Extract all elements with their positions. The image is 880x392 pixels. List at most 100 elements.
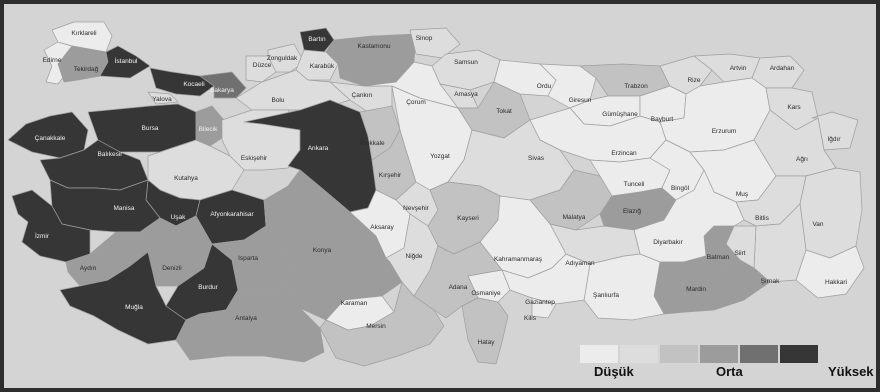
legend-swatch-1 [580, 345, 618, 363]
label-adiyaman: Adıyaman [565, 260, 595, 267]
label-gumushane: Gümüşhane [602, 111, 638, 118]
label-bartin: Bartın [308, 36, 326, 43]
label-diyarbakir: Diyarbakır [653, 239, 683, 246]
label-bayburt: Bayburt [651, 116, 674, 123]
label-cankiri: Çankırı [352, 92, 373, 99]
label-ardahan: Ardahan [770, 65, 795, 72]
province-hakkari [795, 245, 865, 299]
province-canakkale [7, 111, 89, 159]
label-karaman: Karaman [341, 300, 368, 307]
province-van [799, 167, 863, 259]
label-ordu: Ordu [537, 83, 552, 90]
label-bingol: Bingöl [671, 185, 690, 192]
label-ankara: Ankara [308, 145, 329, 152]
label-bitlis: Bitlis [755, 215, 769, 222]
label-kayseri: Kayseri [457, 215, 479, 222]
label-kilis: Kilis [524, 315, 537, 322]
label-canakkale: Çanakkale [35, 135, 66, 142]
label-tokat: Tokat [496, 108, 512, 115]
label-sanliurfa: Şanlıurfa [593, 292, 619, 299]
label-kastamonu: Kastamonu [358, 43, 391, 50]
province-bartin [299, 27, 335, 53]
label-zonguldak: Zonguldak [267, 55, 298, 62]
legend-swatch-4 [700, 345, 738, 363]
label-sakarya: Sakarya [210, 87, 234, 94]
legend-swatch-2 [620, 345, 658, 363]
label-mus: Muş [736, 191, 749, 198]
label-tekirdag: Tekirdağ [74, 66, 99, 73]
label-sinop: Sinop [416, 35, 433, 42]
label-tunceli: Tunceli [624, 181, 645, 188]
label-mersin: Mersin [366, 323, 386, 330]
label-bilecik: Bilecik [199, 126, 219, 133]
label-duzce: Düzce [253, 62, 272, 69]
label-trabzon: Trabzon [624, 83, 648, 90]
province-gaziantep [501, 253, 591, 305]
province-sinop [409, 27, 461, 59]
legend: Düşük Orta Yüksek [580, 341, 874, 381]
legend-low-label: Düşük [594, 364, 634, 379]
label-erzincan: Erzincan [611, 150, 637, 157]
label-kars: Kars [787, 104, 801, 111]
province-konya [263, 169, 403, 321]
label-kirikkale: Kırıkkale [359, 140, 385, 147]
label-afyonkarahisar: Afyonkarahisar [210, 211, 254, 218]
province-yalova [147, 91, 179, 105]
label-elazig: Elazığ [623, 208, 641, 215]
label-samsun: Samsun [454, 59, 478, 66]
legend-swatch-3 [660, 345, 698, 363]
label-igdir: Iğdır [827, 136, 841, 143]
label-aksaray: Aksaray [370, 224, 394, 231]
label-kirsehir: Kırşehir [379, 172, 402, 179]
label-karabuk: Karabük [310, 63, 335, 70]
label-manisa: Manisa [114, 205, 135, 212]
label-siirt: Siirt [734, 250, 745, 257]
legend-swatch-5 [740, 345, 778, 363]
legend-mid-label: Orta [716, 364, 743, 379]
label-isparta: Isparta [238, 255, 258, 262]
legend-swatch-6 [780, 345, 818, 363]
label-van: Van [812, 221, 823, 228]
label-denizli: Denizli [162, 265, 182, 272]
label-bursa: Bursa [142, 125, 159, 132]
label-nevsehir: Nevşehir [403, 205, 429, 212]
label-sirnak: Şırnak [761, 278, 781, 285]
label-kahramanmaras: Kahramanmaraş [494, 256, 543, 263]
label-eskisehir: Eskişehir [241, 155, 268, 162]
province-istanbul [99, 45, 151, 79]
label-konya: Konya [313, 247, 332, 254]
label-batman: Batman [707, 254, 730, 261]
label-amasya: Amasya [454, 91, 478, 98]
label-rize: Rize [687, 77, 700, 84]
label-mugla: Muğla [125, 304, 143, 311]
label-izmir: İzmir [35, 231, 50, 240]
label-usak: Uşak [171, 214, 187, 221]
label-osmaniye: Osmaniye [471, 290, 501, 297]
label-yozgat: Yozgat [430, 153, 450, 160]
label-nigde: Niğde [406, 253, 423, 260]
turkey-province-map: KırklareliEdirneTekirdağİstanbulKocaeliY… [4, 4, 876, 388]
label-burdur: Burdur [198, 284, 218, 291]
label-antalya: Antalya [235, 315, 257, 322]
label-bolu: Bolu [271, 97, 284, 104]
label-kocaeli: Kocaeli [183, 81, 204, 88]
label-agri: Ağrı [796, 156, 808, 163]
province-kocaeli [149, 67, 215, 97]
province-kilis [531, 297, 557, 319]
label-edirne: Edirne [43, 57, 62, 64]
province-hatay [461, 297, 509, 365]
label-adana: Adana [449, 284, 468, 291]
label-corum: Çorum [406, 99, 426, 106]
label-hakkari: Hakkari [825, 279, 847, 286]
legend-high-label: Yüksek [828, 364, 874, 379]
province-sanliurfa [583, 253, 665, 321]
label-mardin: Mardin [686, 286, 706, 293]
label-gaziantep: Gaziantep [525, 299, 555, 306]
label-yalova: Yalova [152, 96, 172, 103]
provinces [7, 21, 865, 367]
province-duzce [245, 55, 277, 83]
label-erzurum: Erzurum [712, 128, 737, 135]
label-istanbul: İstanbul [115, 56, 138, 65]
